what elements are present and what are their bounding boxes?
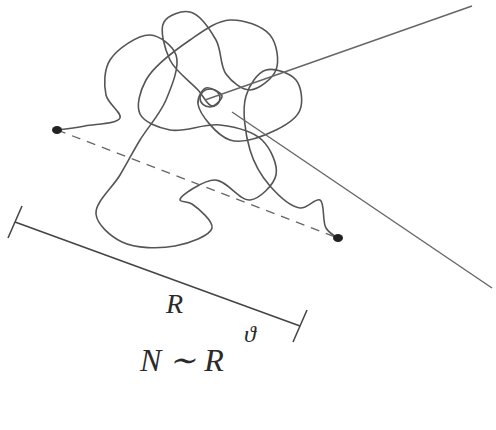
length-label: R [166,290,183,318]
straight-line [232,112,492,288]
chain-end-dot [52,126,62,134]
scaling-formula: N ∼ R [140,344,224,376]
chain-end-dot [333,234,343,242]
scale-bar-tick [8,206,22,238]
coil-group [57,12,338,248]
straight-line [205,6,472,100]
end-to-end-dashed-line [57,130,338,238]
scale-bar-tick [293,310,307,342]
scale-bar [15,222,300,326]
polymer-chain [57,12,338,248]
exponent-label: ϑ [244,322,256,346]
